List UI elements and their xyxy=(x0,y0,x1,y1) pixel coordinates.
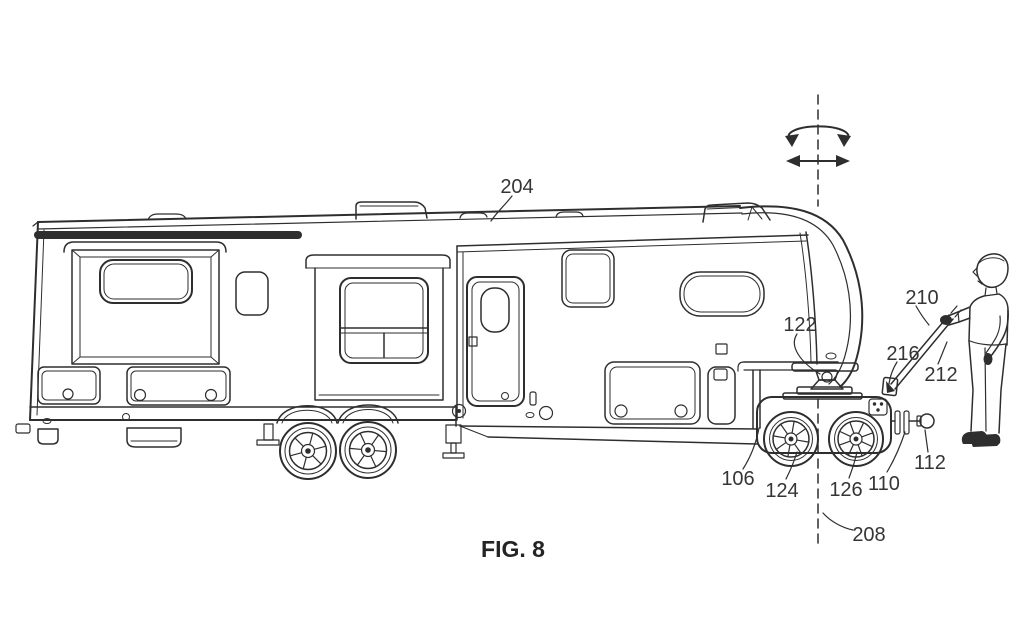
leader-lines xyxy=(490,195,948,531)
ref-label-208: 208 xyxy=(852,524,885,546)
leader-210 xyxy=(915,305,930,326)
ref-label-106: 106 xyxy=(721,468,754,490)
over-door-window xyxy=(561,249,615,308)
leader-122 xyxy=(793,333,821,375)
underbody-hardware xyxy=(15,423,182,448)
trailer-body-bottom xyxy=(29,406,457,427)
person-arm-hanging xyxy=(983,309,1009,365)
entry-door-window xyxy=(480,287,510,333)
kingpin-assembly xyxy=(791,362,859,390)
person-head xyxy=(972,253,1009,289)
hitch-knob xyxy=(890,410,935,435)
awning-rail xyxy=(34,231,302,239)
figure-caption: FIG. 8 xyxy=(481,536,545,562)
ref-label-124: 124 xyxy=(765,480,798,502)
leader-126 xyxy=(848,451,858,479)
ref-label-112: 112 xyxy=(914,452,946,474)
ref-label-210: 210 xyxy=(905,287,938,309)
ref-label-122: 122 xyxy=(783,314,816,336)
ref-label-126: 126 xyxy=(829,479,862,501)
stabilizer-jack-front xyxy=(442,424,465,459)
rotation-arrow-icon xyxy=(785,125,851,147)
entry-door xyxy=(466,276,525,407)
ref-label-216: 216 xyxy=(886,343,919,365)
stabilizer-jack-rear xyxy=(256,423,280,446)
rear-compartment-doors xyxy=(37,366,231,406)
frame-rail xyxy=(459,425,758,445)
leader-216 xyxy=(888,361,898,385)
leader-112 xyxy=(924,429,929,453)
leader-212 xyxy=(937,341,948,365)
small-window xyxy=(235,271,269,316)
person-arm-extended xyxy=(940,306,971,326)
reference-labels: 204 122 216 210 212 106 124 126 110 112 … xyxy=(500,176,957,546)
trailer-roof xyxy=(32,205,743,230)
leader-208 xyxy=(822,512,854,531)
trailer-fenders xyxy=(276,404,399,424)
person-shoes xyxy=(961,431,1001,447)
front-section-wall xyxy=(456,231,839,429)
trailer-wheel-right xyxy=(339,421,397,479)
dolly-body xyxy=(756,396,892,454)
mid-slideout-window xyxy=(339,277,429,364)
leader-124 xyxy=(785,451,798,480)
person-torso xyxy=(968,286,1009,346)
ref-label-204: 204 xyxy=(500,176,533,198)
ref-label-110: 110 xyxy=(868,473,900,495)
rear-slideout-window xyxy=(99,259,193,304)
trailer xyxy=(15,201,864,480)
person xyxy=(940,253,1009,447)
utility-panel xyxy=(451,366,736,425)
dolly-wheel-right xyxy=(828,411,884,467)
leader-106 xyxy=(742,427,760,470)
rear-slideout xyxy=(63,241,227,365)
leader-110 xyxy=(886,431,906,473)
front-storage-bay xyxy=(604,361,701,425)
mid-slideout xyxy=(305,254,451,401)
dolly-wheel-left xyxy=(763,411,819,467)
roof-vents xyxy=(147,201,771,223)
person-legs xyxy=(968,340,1007,434)
dolly xyxy=(756,376,935,467)
front-window xyxy=(679,271,765,317)
ref-label-212: 212 xyxy=(924,364,957,386)
sidewall-vent xyxy=(715,343,728,355)
leader-204 xyxy=(490,195,513,222)
dolly-badge xyxy=(868,398,888,416)
trailer-wheel-left xyxy=(279,422,337,480)
translation-arrow-icon xyxy=(786,155,850,167)
front-cap xyxy=(739,205,864,388)
